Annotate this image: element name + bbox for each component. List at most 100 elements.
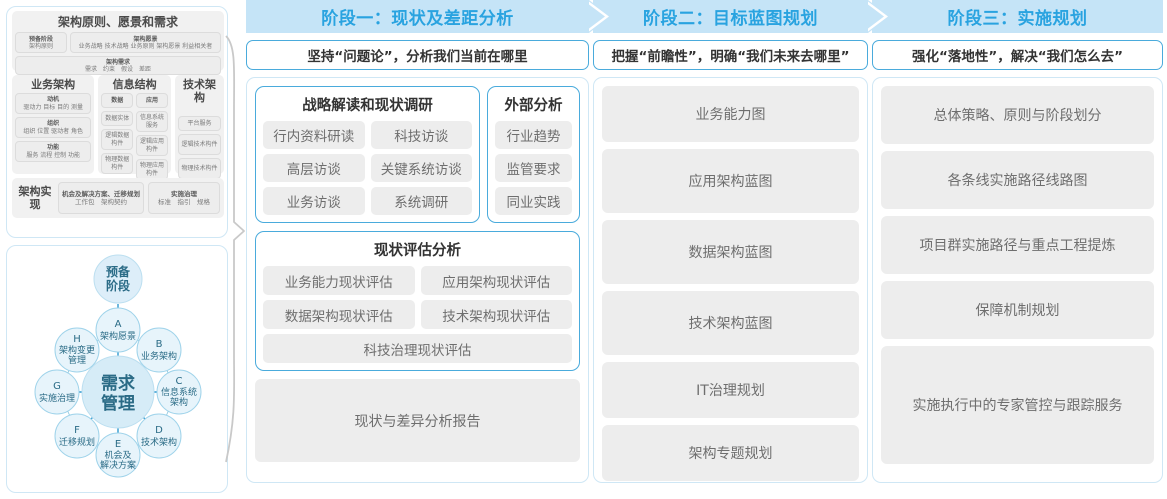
adm-node-e-key: E [115,439,121,450]
adm-node-c-label1: 信息系统 [161,386,197,398]
technology-cell-stack: 平台服务 逻辑技术构件 物理技术构件 [177,116,221,179]
adm-node-b-label: 业务架构 [141,350,177,362]
cell-preliminary-line1: 预备阶段 [28,35,53,43]
adm-node-d [136,413,182,459]
adm-node-a-key: A [115,319,122,330]
chip-technology-architecture-assessment[interactable]: 技术架构现状评估 [420,300,572,329]
adm-center-line2: 管理 [101,393,135,414]
adm-node-h [54,327,100,373]
cell-opportunity-head: 机会及解决方案、迁移规划 [62,190,140,198]
togaf-implementation-group: 架构实现 机会及解决方案、迁移规划 工作包 架构契约 实施治理 标准 指引 规格 [12,178,224,218]
cell-motivation-head: 动机 [47,96,60,103]
adm-cycle-diagram: 预备 阶段 需求 管理 A 架构愿景 B 业务架构 C 信息系统 架构 [34,254,202,478]
chip-row: 高层访谈 关键系统访谈 [263,154,472,182]
togaf-principles-group: 架构原则、愿景和需求 预备阶段 架构原则 架构愿景 业务战略 技术战略 业务原则… [12,11,224,75]
chip-assurance-mechanism-planning[interactable]: 保障机制规划 [881,281,1154,339]
current-state-chips: 业务能力现状评估 应用架构现状评估 数据架构现状评估 技术架构现状评估 科技治理… [263,266,572,363]
adm-node-h-label2: 管理 [68,354,86,366]
adm-node-d-key: D [155,425,163,436]
adm-node-e [95,432,141,478]
chip-program-path-key-projects[interactable]: 项目群实施路径与重点工程提炼 [881,216,1154,274]
left-column: 架构原则、愿景和需求 预备阶段 架构原则 架构愿景 业务战略 技术战略 业务原则… [6,6,228,493]
stage-3: 阶段三：实施规划 强化“落地性”，解决“我们怎么去” 总体策略、原则与阶段划分 … [872,0,1163,483]
stage-2-banner-text: 阶段二：目标蓝图规划 [643,9,818,29]
cell-physical-application-component: 物理应用构件 [136,159,168,180]
cell-data-entity: 数据实体 [101,111,134,126]
cell-implementation-governance: 实施治理 标准 指引 规格 [148,182,220,214]
stage-3-strapline: 强化“落地性”，解决“我们怎么去” [872,40,1163,70]
chip-architecture-topic-planning[interactable]: 架构专题规划 [602,425,859,481]
chip-regulatory-requirement[interactable]: 监管要求 [495,154,572,182]
stage-2: 阶段二：目标蓝图规划 把握“前瞻性”，明确“我们未来去哪里” 业务能力图 应用架… [593,0,890,483]
cell-logical-data-component: 逻辑数据构件 [101,129,134,150]
cell-requirement-items: 需求 约束 假设 差距 [84,65,151,73]
subcolumn-application: 应用 信息系统服务 逻辑应用构件 物理应用构件 [136,93,168,180]
stage-1: 阶段一：现状及差距分析 坚持“问题论”，分析我们当前在哪里 战略解读和现状调研 … [246,0,611,483]
stage-1-banner-text: 阶段一：现状及差距分析 [321,9,514,29]
stage-2-body: 业务能力图 应用架构蓝图 数据架构蓝图 技术架构蓝图 IT治理规划 架构专题规划 [593,77,868,483]
chip-expert-control-tracking-service[interactable]: 实施执行中的专家管控与跟踪服务 [881,346,1154,464]
adm-node-e-label2: 解决方案 [100,459,136,471]
stage-3-strapline-text: 强化“落地性”，解决“我们怎么去” [912,49,1123,65]
stage-3-body: 总体策略、原则与阶段划分 各条线实施路径线路图 项目群实施路径与重点工程提炼 保… [872,77,1163,483]
column-technology-architecture: 技术架构 平台服务 逻辑技术构件 物理技术构件 [174,75,224,179]
card-strategy-research: 战略解读和现状调研 行内资料研读 科技访谈 高层访谈 关键系统访谈 业务访谈 系 [255,86,480,223]
chip-application-architecture-blueprint[interactable]: 应用架构蓝图 [602,149,859,213]
adm-node-preliminary [93,254,143,304]
stage-1-banner: 阶段一：现状及差距分析 [246,0,611,33]
chip-business-line-roadmap[interactable]: 各条线实施路径线路图 [881,151,1154,209]
adm-node-d-label: 技术架构 [141,436,177,448]
cell-data-head-text: 数据 [111,96,124,104]
chip-technology-architecture-blueprint[interactable]: 技术架构蓝图 [602,291,859,355]
chip-key-system-interview[interactable]: 关键系统访谈 [370,154,472,182]
cell-data-head: 数据 [101,93,134,108]
chip-internal-material-review[interactable]: 行内资料研读 [263,121,365,149]
chip-technology-governance-assessment[interactable]: 科技治理现状评估 [263,334,572,363]
chip-industry-trend[interactable]: 行业趋势 [495,121,572,149]
adm-node-f [54,413,100,459]
chip-business-capability-map[interactable]: 业务能力图 [602,86,859,142]
cell-application-head: 应用 [136,93,168,108]
chip-system-survey[interactable]: 系统调研 [370,187,472,215]
chip-it-governance-planning[interactable]: IT治理规划 [602,362,859,418]
adm-node-a [95,307,141,353]
adm-node-f-key: F [74,425,80,436]
adm-node-g-key: G [53,381,61,392]
chip-gap-analysis-report[interactable]: 现状与差异分析报告 [255,379,580,462]
column-information-title: 信息结构 [112,78,157,91]
card-strategy-research-title: 战略解读和现状调研 [302,98,433,114]
adm-preliminary-line2: 阶段 [106,278,131,293]
chip-row: 行内资料研读 科技访谈 [263,121,472,149]
chevron-right-icon [868,0,890,33]
chip-overall-strategy-principles-phasing[interactable]: 总体策略、原则与阶段划分 [881,86,1154,144]
cell-logical-technology-component: 逻辑技术构件 [177,134,221,155]
chip-peer-practice[interactable]: 同业实践 [495,187,572,215]
cell-governance-items: 标准 指引 规格 [158,198,210,206]
stage-3-banner: 阶段三：实施规划 [872,0,1163,33]
adm-node-g [34,369,80,415]
cell-physical-technology-component: 物理技术构件 [177,158,221,179]
chip-technology-interview[interactable]: 科技访谈 [370,121,472,149]
adm-node-b [136,327,182,373]
stage-1-top-row: 战略解读和现状调研 行内资料研读 科技访谈 高层访谈 关键系统访谈 业务访谈 系 [255,86,580,223]
chip-business-interview[interactable]: 业务访谈 [263,187,365,215]
chip-data-architecture-assessment[interactable]: 数据架构现状评估 [263,300,415,329]
adm-node-f-label: 迁移规划 [59,436,95,448]
column-information-structure: 信息结构 数据 数据实体 逻辑数据构件 物理数据构件 应用 [98,75,171,180]
chip-business-capability-assessment[interactable]: 业务能力现状评估 [263,266,415,295]
togaf-title: 架构原则、愿景和需求 [57,15,178,29]
chip-executive-interview[interactable]: 高层访谈 [263,154,365,182]
cell-platform-service: 平台服务 [177,116,221,131]
chip-data-architecture-blueprint[interactable]: 数据架构蓝图 [602,220,859,284]
adm-node-c-label2: 架构 [170,396,188,408]
cell-organization-items: 组织 位置 驱动者 角色 [23,127,84,135]
cell-information-system-service: 信息系统服务 [136,111,168,132]
chip-application-architecture-assessment[interactable]: 应用架构现状评估 [420,266,572,295]
cell-organization: 组织 组织 位置 驱动者 角色 [15,117,92,138]
adm-cycle-panel: 预备 阶段 需求 管理 A 架构愿景 B 业务架构 C 信息系统 架构 [6,245,228,493]
chevron-right-icon [589,0,611,33]
adm-preliminary-line1: 预备 [106,264,131,279]
adm-node-g-label: 实施治理 [39,392,75,404]
adm-node-e-label1: 机会及 [104,449,131,461]
chip-row: 业务能力现状评估 应用架构现状评估 [263,266,572,295]
